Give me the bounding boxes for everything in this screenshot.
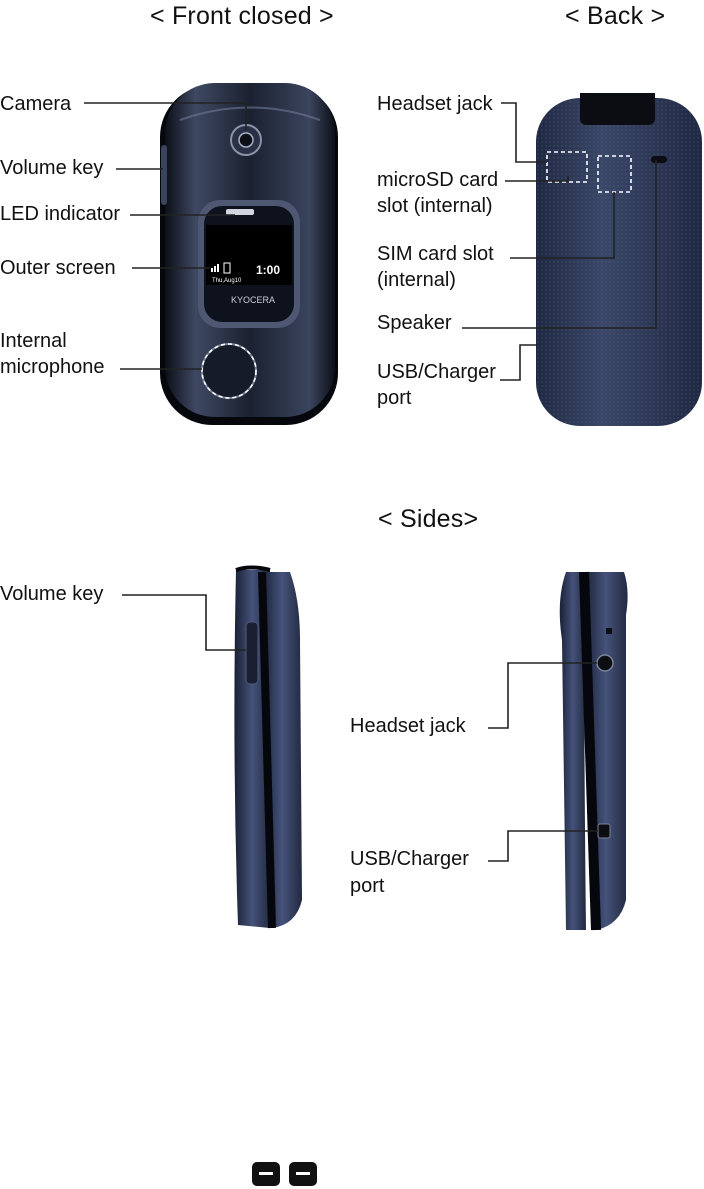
left-side-phone (234, 568, 302, 929)
volume-key-side (246, 622, 258, 684)
screen-date: Thu,Aug10 (212, 278, 242, 284)
front-phone: 1:00 Thu,Aug10 KYOCERA (160, 83, 338, 425)
usb-charger-port (598, 824, 610, 838)
brand-logo: KYOCERA (231, 295, 275, 305)
led-indicator (226, 209, 254, 215)
speaker-grille (651, 156, 667, 163)
back-phone (536, 93, 702, 426)
headset-jack-port (597, 655, 613, 671)
volume-key-front (161, 145, 167, 205)
right-side-phone (560, 572, 628, 930)
soft-key-icons (252, 1162, 317, 1186)
screen-time: 1:00 (256, 263, 280, 277)
